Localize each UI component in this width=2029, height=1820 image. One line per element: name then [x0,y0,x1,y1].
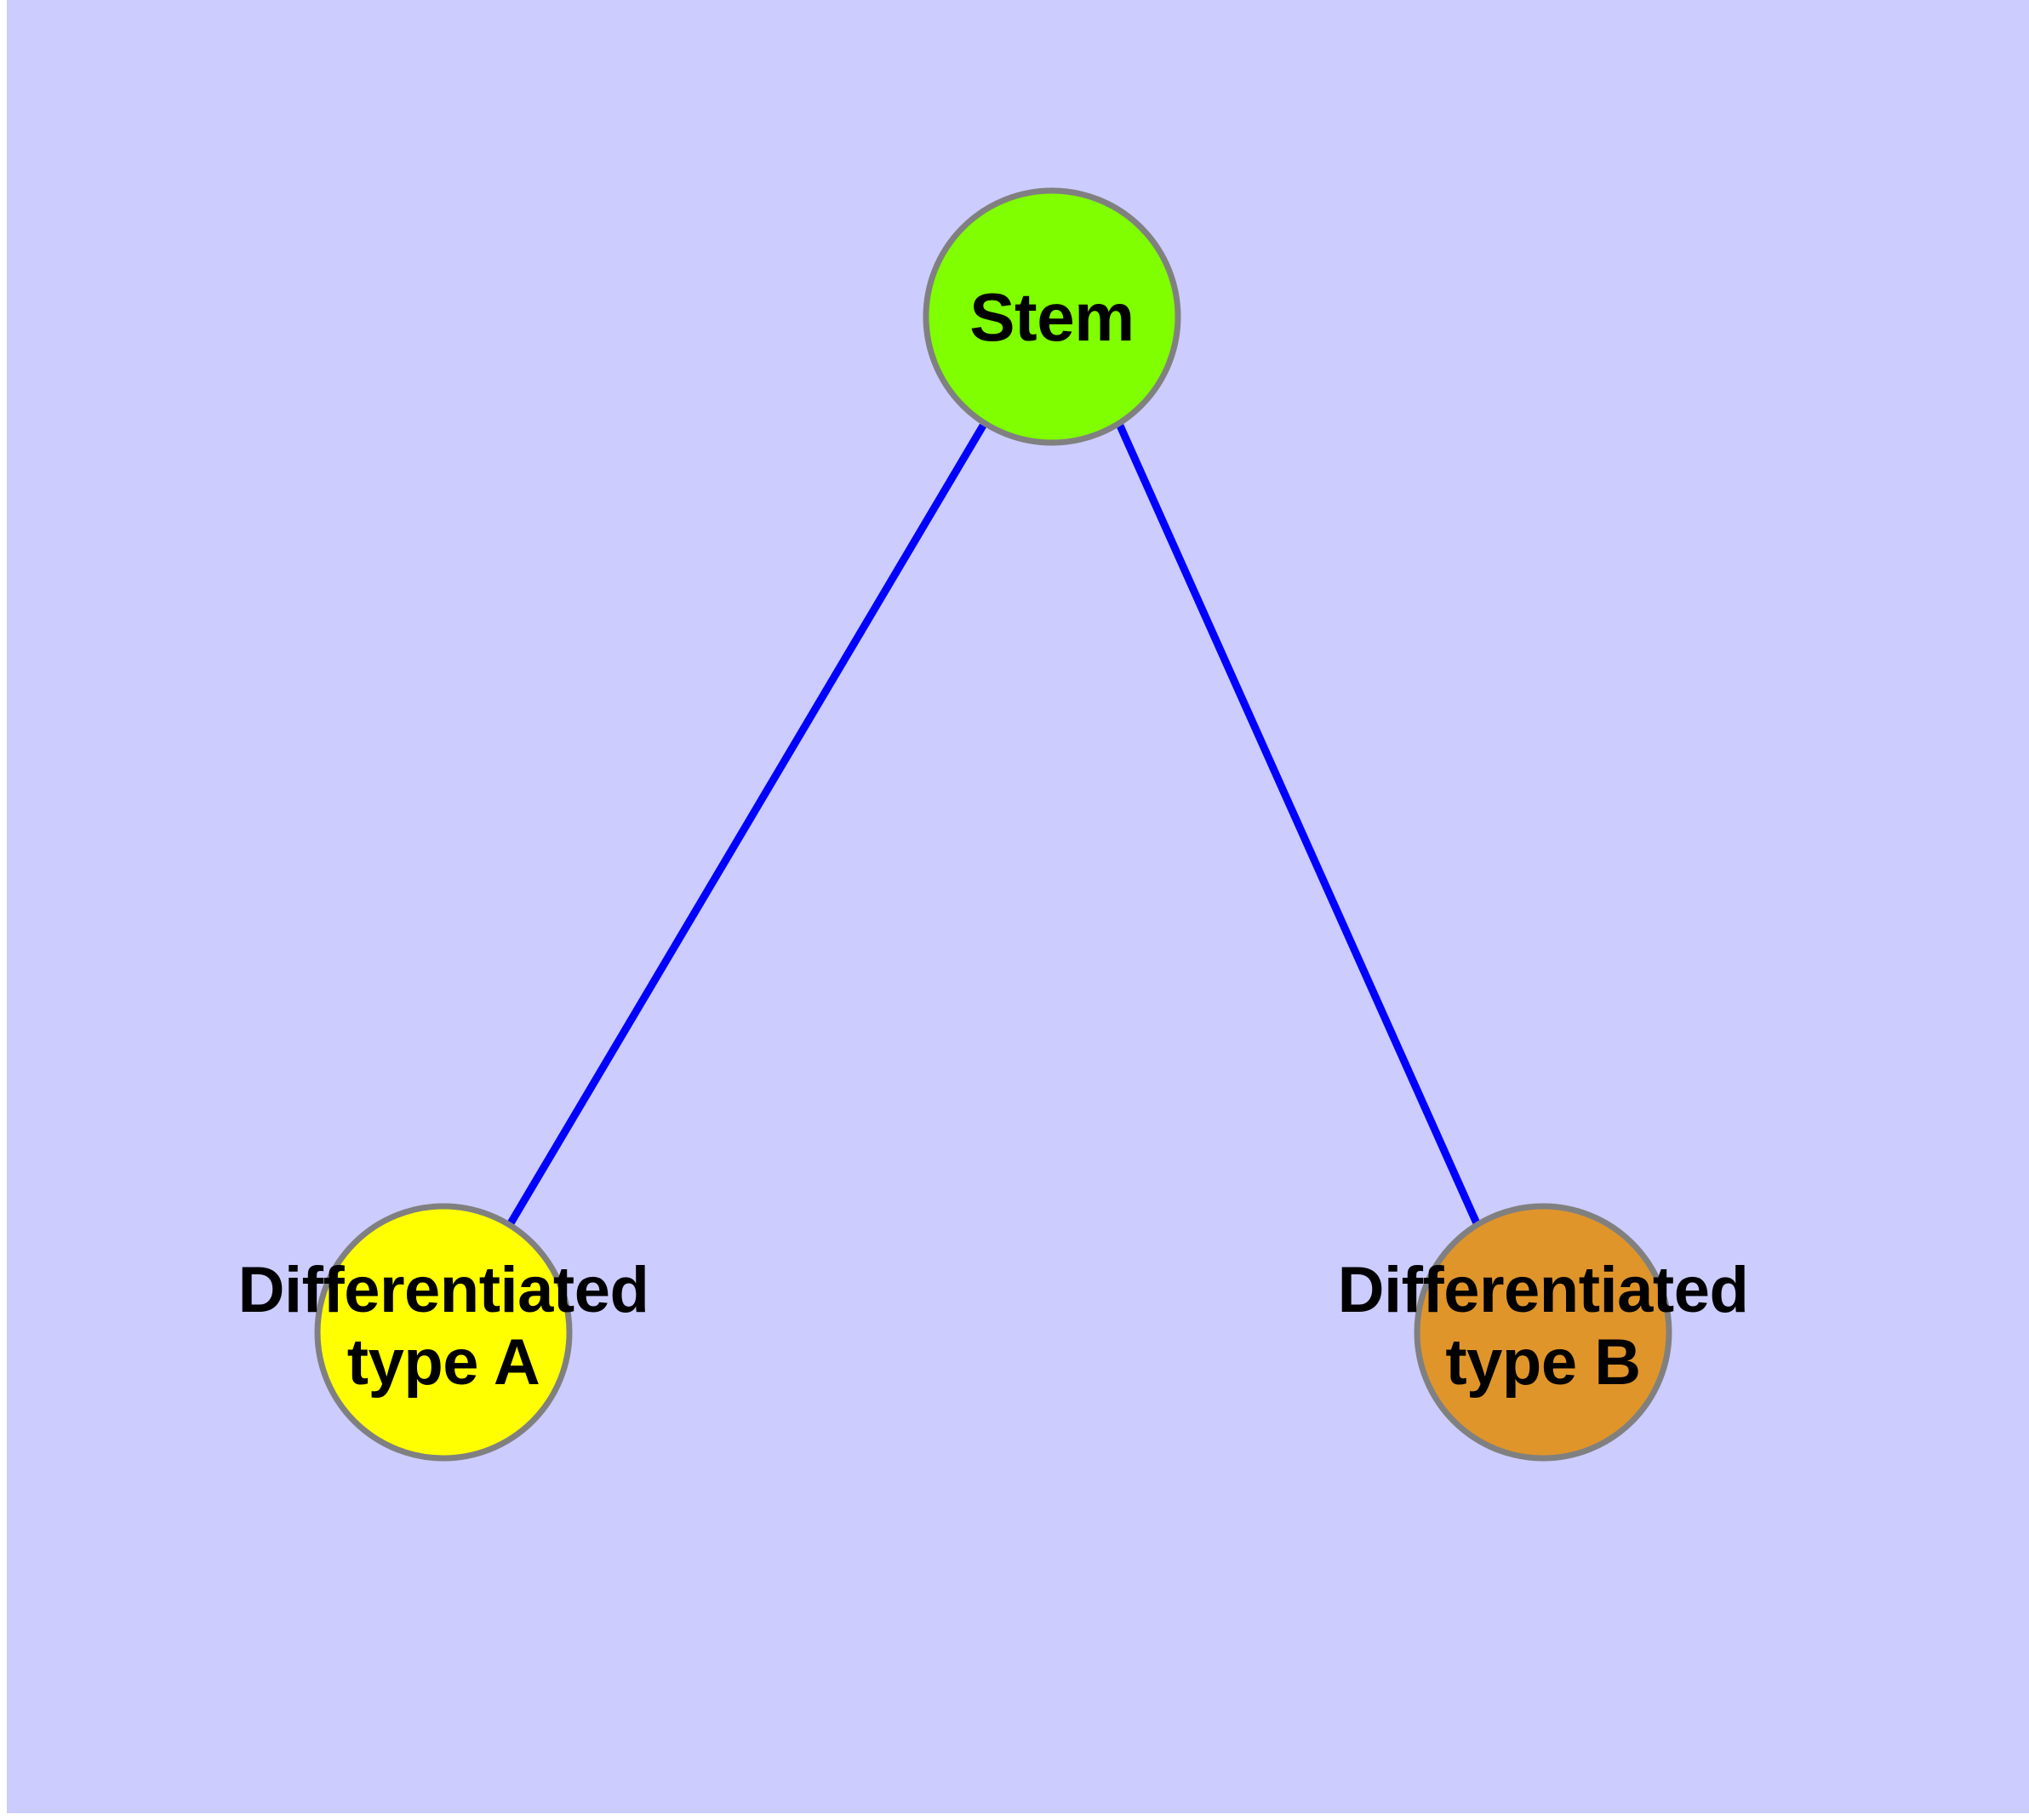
node-stem-circle[interactable] [923,187,1181,446]
edge-stem-to-diff-a [507,423,986,1226]
edge-stem-to-diff-b [1116,424,1481,1225]
node-diff-b-circle[interactable] [1414,1203,1672,1462]
node-diff-a-circle[interactable] [314,1203,573,1462]
node-layer [314,187,1672,1462]
edge-layer [507,423,1481,1226]
